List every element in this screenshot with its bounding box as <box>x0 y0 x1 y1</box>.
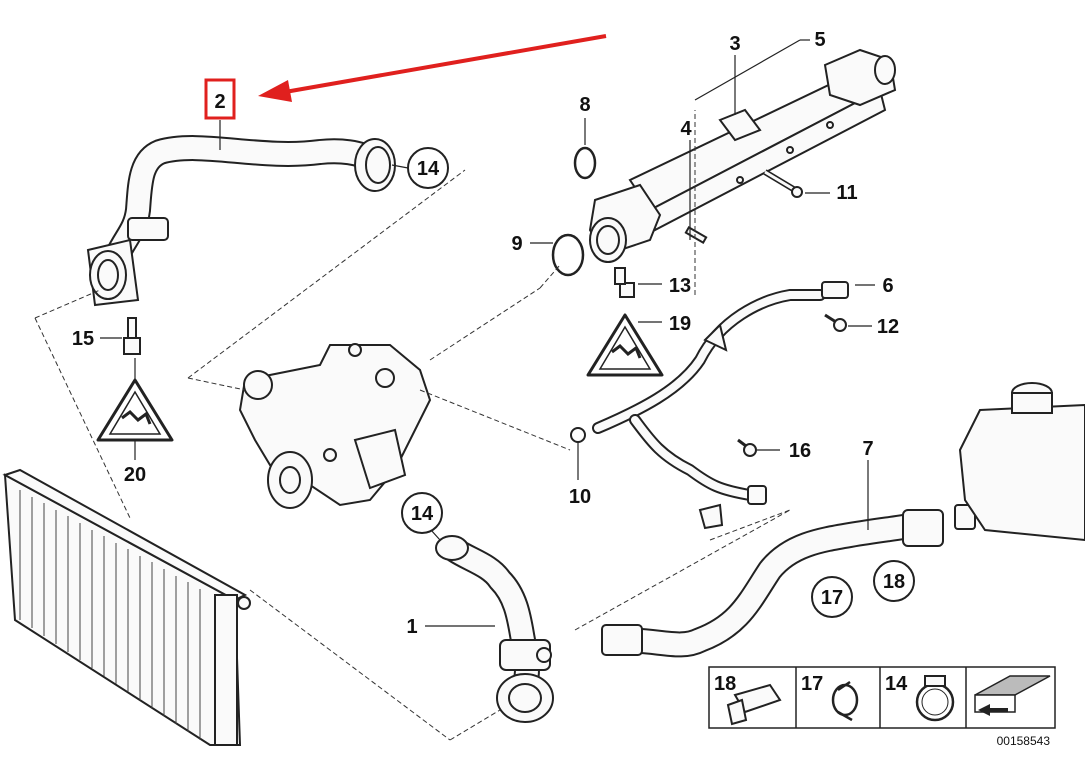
part-label-8: 8 <box>579 94 590 116</box>
part-label-12: 12 <box>877 316 899 338</box>
svg-text:14: 14 <box>411 503 434 525</box>
legend-number-18: 18 <box>714 673 736 695</box>
diagram-code: 00158543 <box>997 734 1051 748</box>
part-label-3: 3 <box>729 33 740 55</box>
part-label-6: 6 <box>882 275 893 297</box>
worm-clamp-icon <box>915 675 955 722</box>
fastener-legend: 18 17 14 <box>708 666 1056 729</box>
o-ring-9 <box>551 233 585 277</box>
radiator <box>2 468 251 746</box>
sensor-13 <box>614 267 635 298</box>
part-label-11: 11 <box>836 182 857 204</box>
assembly-lines <box>34 110 791 741</box>
expansion-tank <box>958 382 1085 542</box>
bleed-pipe <box>592 281 849 530</box>
spring-clamp-icon <box>831 680 859 722</box>
legend-number-17: 17 <box>801 673 823 695</box>
o-ring-8 <box>573 146 597 180</box>
part-label-5: 5 <box>814 29 825 51</box>
direction-arrow-icon <box>974 675 1051 716</box>
clip-10 <box>570 427 586 443</box>
sensor-15 <box>123 317 141 355</box>
circled-label-14-mid: 14 <box>401 492 443 534</box>
legend-number-14: 14 <box>885 673 908 695</box>
part-label-19: 19 <box>669 313 691 335</box>
svg-text:17: 17 <box>821 587 843 609</box>
circled-label-14-top: 14 <box>407 147 449 189</box>
circled-label-17: 17 <box>811 576 853 618</box>
part-label-4: 4 <box>680 118 692 140</box>
lower-radiator-hose <box>435 535 554 723</box>
sensor-warning-19 <box>586 313 664 377</box>
coolant-manifold <box>588 48 897 263</box>
part-label-1: 1 <box>406 616 417 638</box>
bolt-12 <box>824 313 847 332</box>
bolt-16 <box>737 438 757 457</box>
part-label-16: 16 <box>789 440 811 462</box>
part-label-13: 13 <box>669 275 691 297</box>
part-label-15: 15 <box>72 328 94 350</box>
part-label-2: 2 <box>214 91 225 113</box>
part-label-7: 7 <box>862 438 873 460</box>
leader-lines <box>100 39 875 627</box>
upper-radiator-hose <box>86 135 396 307</box>
part-label-9: 9 <box>511 233 522 255</box>
svg-text:14: 14 <box>417 158 440 180</box>
bolt-11 <box>763 169 803 198</box>
water-pump <box>238 343 432 509</box>
sensor-warning-20 <box>96 378 174 442</box>
svg-text:18: 18 <box>883 571 905 593</box>
expansion-tank-hose <box>601 504 976 658</box>
highlight-box <box>204 78 236 120</box>
highlight-arrow <box>258 34 607 102</box>
part-label-20: 20 <box>124 464 146 486</box>
circled-label-18: 18 <box>873 560 915 602</box>
hose-clip-icon <box>726 683 782 726</box>
part-label-10: 10 <box>569 486 591 508</box>
